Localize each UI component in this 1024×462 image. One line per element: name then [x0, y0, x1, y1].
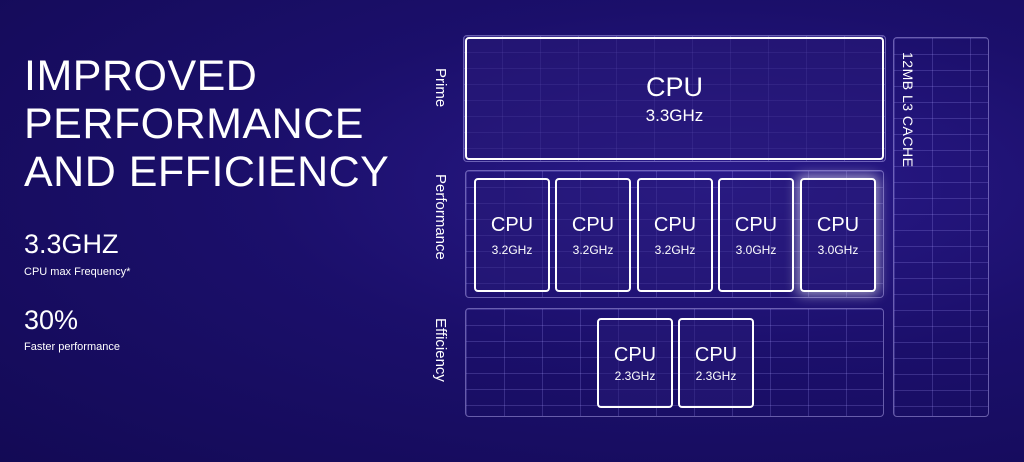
core-frequency: 3.0GHz [735, 242, 777, 257]
efficiency-core-2: CPU 2.3GHz [678, 318, 754, 408]
headline: IMPROVED PERFORMANCE AND EFFICIENCY [24, 52, 404, 196]
l3-cache-label: 12MB L3 CACHE [900, 52, 916, 168]
headline-line-3: AND EFFICIENCY [24, 148, 390, 196]
prime-cluster-label: Prime [432, 68, 449, 108]
performance-core-2: CPU 3.2GHz [555, 178, 631, 292]
prime-core-name: CPU [645, 71, 703, 102]
efficiency-cluster-label: Efficiency [432, 318, 449, 382]
core-name: CPU [613, 343, 657, 366]
prime-core: CPU 3.3GHz [465, 37, 884, 160]
performance-core-1: CPU 3.2GHz [474, 178, 550, 292]
core-frequency: 3.2GHz [572, 242, 614, 257]
stat-performance-label: Faster performance [24, 341, 120, 353]
performance-core-5: CPU 3.0GHz [800, 178, 876, 292]
headline-line-1: IMPROVED [24, 52, 258, 100]
performance-core-3: CPU 3.2GHz [637, 178, 713, 292]
core-frequency: 3.2GHz [654, 242, 696, 257]
core-name: CPU [734, 213, 778, 236]
efficiency-core-1: CPU 2.3GHz [597, 318, 673, 408]
core-name: CPU [571, 213, 615, 236]
prime-core-frequency: 3.3GHz [645, 105, 704, 125]
l3-cache-panel [893, 37, 989, 417]
stat-frequency-value: 3.3GHZ [24, 229, 119, 259]
performance-core-4: CPU 3.0GHz [718, 178, 794, 292]
core-frequency: 3.0GHz [817, 242, 859, 257]
headline-line-2: PERFORMANCE [24, 100, 364, 148]
performance-cluster-label: Performance [432, 174, 449, 260]
core-name: CPU [694, 343, 738, 366]
core-name: CPU [653, 213, 697, 236]
core-name: CPU [490, 213, 534, 236]
stat-performance-value: 30% [24, 305, 79, 335]
efficiency-panel [465, 308, 884, 417]
core-frequency: 2.3GHz [695, 368, 737, 383]
stat-frequency-label: CPU max Frequency* [24, 266, 131, 278]
core-frequency: 3.2GHz [491, 242, 533, 257]
core-name: CPU [816, 213, 860, 236]
core-frequency: 2.3GHz [614, 368, 656, 383]
